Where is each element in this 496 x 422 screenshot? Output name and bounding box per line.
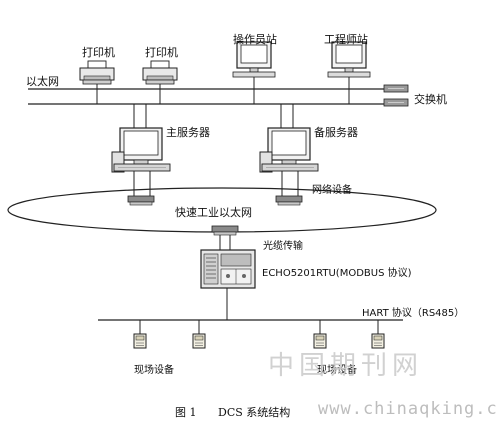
label-engineer-station: 工程师站 [324,33,368,46]
label-fast-industrial-ethernet: 快速工业以太网 [175,206,252,219]
engineer-station-icon [327,41,371,78]
label-ethernet: 以太网 [26,75,59,88]
field-device-icon [133,333,147,349]
ethernet-bus [28,88,384,105]
label-operator-station: 操作员站 [233,33,277,46]
label-printer-2: 打印机 [145,46,178,59]
watermark-url: www.chinaqking.com [318,399,496,419]
label-switch: 交换机 [414,93,447,106]
network-device-icon [211,225,239,236]
label-field-device-2: 现场设备 [317,365,357,376]
figure-title: DCS 系统结构 [218,406,291,419]
main-server-icon [111,127,171,173]
printer-icon [79,60,115,85]
field-device-icon [192,333,206,349]
label-printer-1: 打印机 [82,46,115,59]
rtu-icon [200,249,256,289]
printer-icon [142,60,178,85]
watermark-cn: 中国期刊网 [268,351,424,381]
network-device-icon [127,195,155,206]
label-fiber-transmission: 光缆传输 [263,241,303,252]
operator-station-icon [232,41,276,78]
label-network-device: 网络设备 [312,185,352,196]
network-device-icon [275,195,303,206]
figure-caption: 图 1 DCS 系统结构 [175,404,290,420]
label-backup-server: 备服务器 [314,126,358,139]
figure-number: 图 1 [175,406,197,419]
label-field-device-1: 现场设备 [134,365,174,376]
label-hart: HART 协议（RS485） [362,308,465,319]
label-rtu: ECHO5201RTU(MODBUS 协议) [262,268,412,279]
label-main-server: 主服务器 [166,126,210,139]
switch-icon [383,84,409,107]
backup-server-icon [259,127,319,173]
